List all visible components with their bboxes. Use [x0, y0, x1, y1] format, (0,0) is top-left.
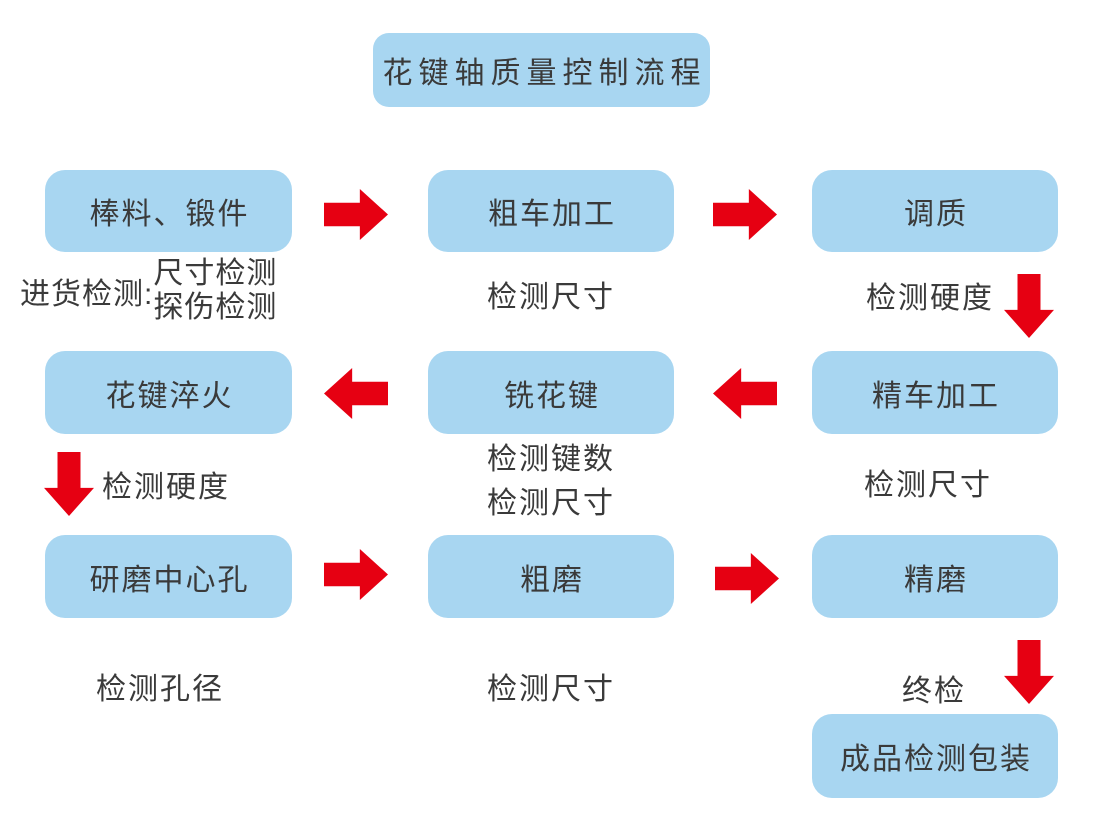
- arrow-left-icon: [713, 368, 777, 419]
- process-box-rough-grinding: 粗磨: [428, 535, 674, 618]
- arrow-down-icon: [44, 452, 94, 516]
- process-box-raw-material: 棒料、锻件: [45, 170, 292, 252]
- annotation-final-inspection: 终检: [902, 675, 966, 708]
- arrow-right-icon: [715, 553, 779, 604]
- annotation-spline-quenching: 检测硬度: [102, 471, 230, 504]
- process-box-fine-grinding: 精磨: [812, 535, 1058, 618]
- arrow-down-icon: [1004, 274, 1054, 338]
- arrow-right-icon: [324, 549, 388, 600]
- annotation-tempering: 检测硬度: [866, 282, 994, 315]
- process-box-center-hole-grinding: 研磨中心孔: [45, 535, 292, 618]
- arrow-down-icon: [1004, 640, 1054, 704]
- annotation-spline-milling-line2: 检测尺寸: [487, 487, 615, 520]
- annotation-spline-milling: 检测键数 检测尺寸: [428, 438, 674, 526]
- arrow-right-icon: [713, 189, 777, 240]
- annotation-rough-grinding: 检测尺寸: [487, 673, 615, 706]
- flowchart-title: 花键轴质量控制流程: [373, 33, 710, 107]
- annotation-fine-turning: 检测尺寸: [864, 469, 992, 502]
- process-box-spline-milling: 铣花键: [428, 351, 674, 434]
- arrow-right-icon: [324, 189, 388, 240]
- incoming-inspection-items: 尺寸检测 探伤检测: [153, 257, 277, 325]
- process-box-final-packaging: 成品检测包装: [812, 714, 1058, 798]
- process-box-tempering: 调质: [812, 170, 1058, 252]
- annotation-incoming-inspection: 进货检测: 尺寸检测 探伤检测: [20, 257, 277, 325]
- incoming-inspection-label: 进货检测:: [20, 278, 154, 311]
- process-box-rough-turning: 粗车加工: [428, 170, 674, 252]
- incoming-inspection-item-size: 尺寸检测: [153, 257, 278, 290]
- process-box-fine-turning: 精车加工: [812, 351, 1058, 434]
- arrow-left-icon: [324, 368, 388, 419]
- incoming-inspection-item-flaw: 探伤检测: [153, 291, 278, 324]
- annotation-spline-milling-line1: 检测键数: [487, 443, 615, 476]
- annotation-center-hole-grinding: 检测孔径: [96, 673, 224, 706]
- process-box-spline-quenching: 花键淬火: [45, 351, 292, 434]
- annotation-rough-turning: 检测尺寸: [487, 281, 615, 314]
